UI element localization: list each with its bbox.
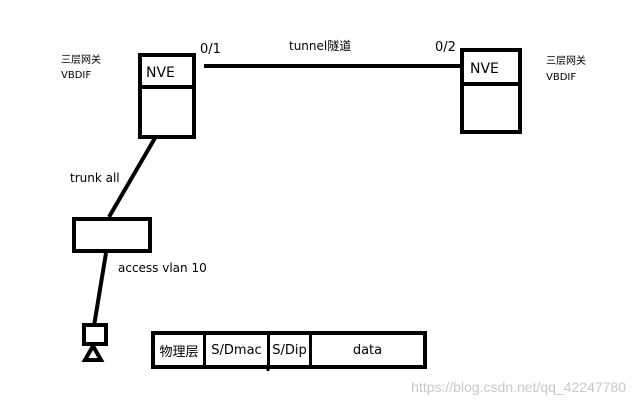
frame-field-physical: 物理层	[155, 334, 206, 366]
tunnel-label: tunnel隧道	[289, 39, 352, 53]
access-label: access vlan 10	[118, 261, 207, 275]
host-base-icon	[81, 341, 105, 362]
frame-field-ip: S/Dip	[270, 334, 312, 366]
trunk-label: trunk all	[70, 171, 120, 185]
frame-field-data: data	[352, 342, 383, 358]
watermark-text: https://blog.csdn.net/qq_42247780	[411, 379, 626, 395]
frame-field-mac: S/Dmac	[206, 334, 270, 366]
right-nve-box	[460, 48, 522, 86]
access-switch	[72, 217, 152, 253]
left-gateway-title: 三层网关	[61, 55, 101, 66]
right-gateway-title: 三层网关	[546, 56, 586, 67]
trunk-link-line	[107, 136, 157, 219]
host-screen-icon	[82, 323, 108, 346]
right-gateway-subtitle: VBDIF	[546, 72, 577, 83]
left-nve-box	[138, 53, 196, 89]
right-nve-label: NVE	[470, 61, 499, 77]
right-port-label: 0/2	[435, 40, 456, 55]
left-nve-label: NVE	[146, 65, 175, 81]
frame-format-bar	[151, 331, 427, 369]
left-port-label: 0/1	[200, 42, 221, 57]
left-gateway-subtitle: VBDIF	[61, 70, 92, 81]
access-link-line	[92, 252, 108, 327]
